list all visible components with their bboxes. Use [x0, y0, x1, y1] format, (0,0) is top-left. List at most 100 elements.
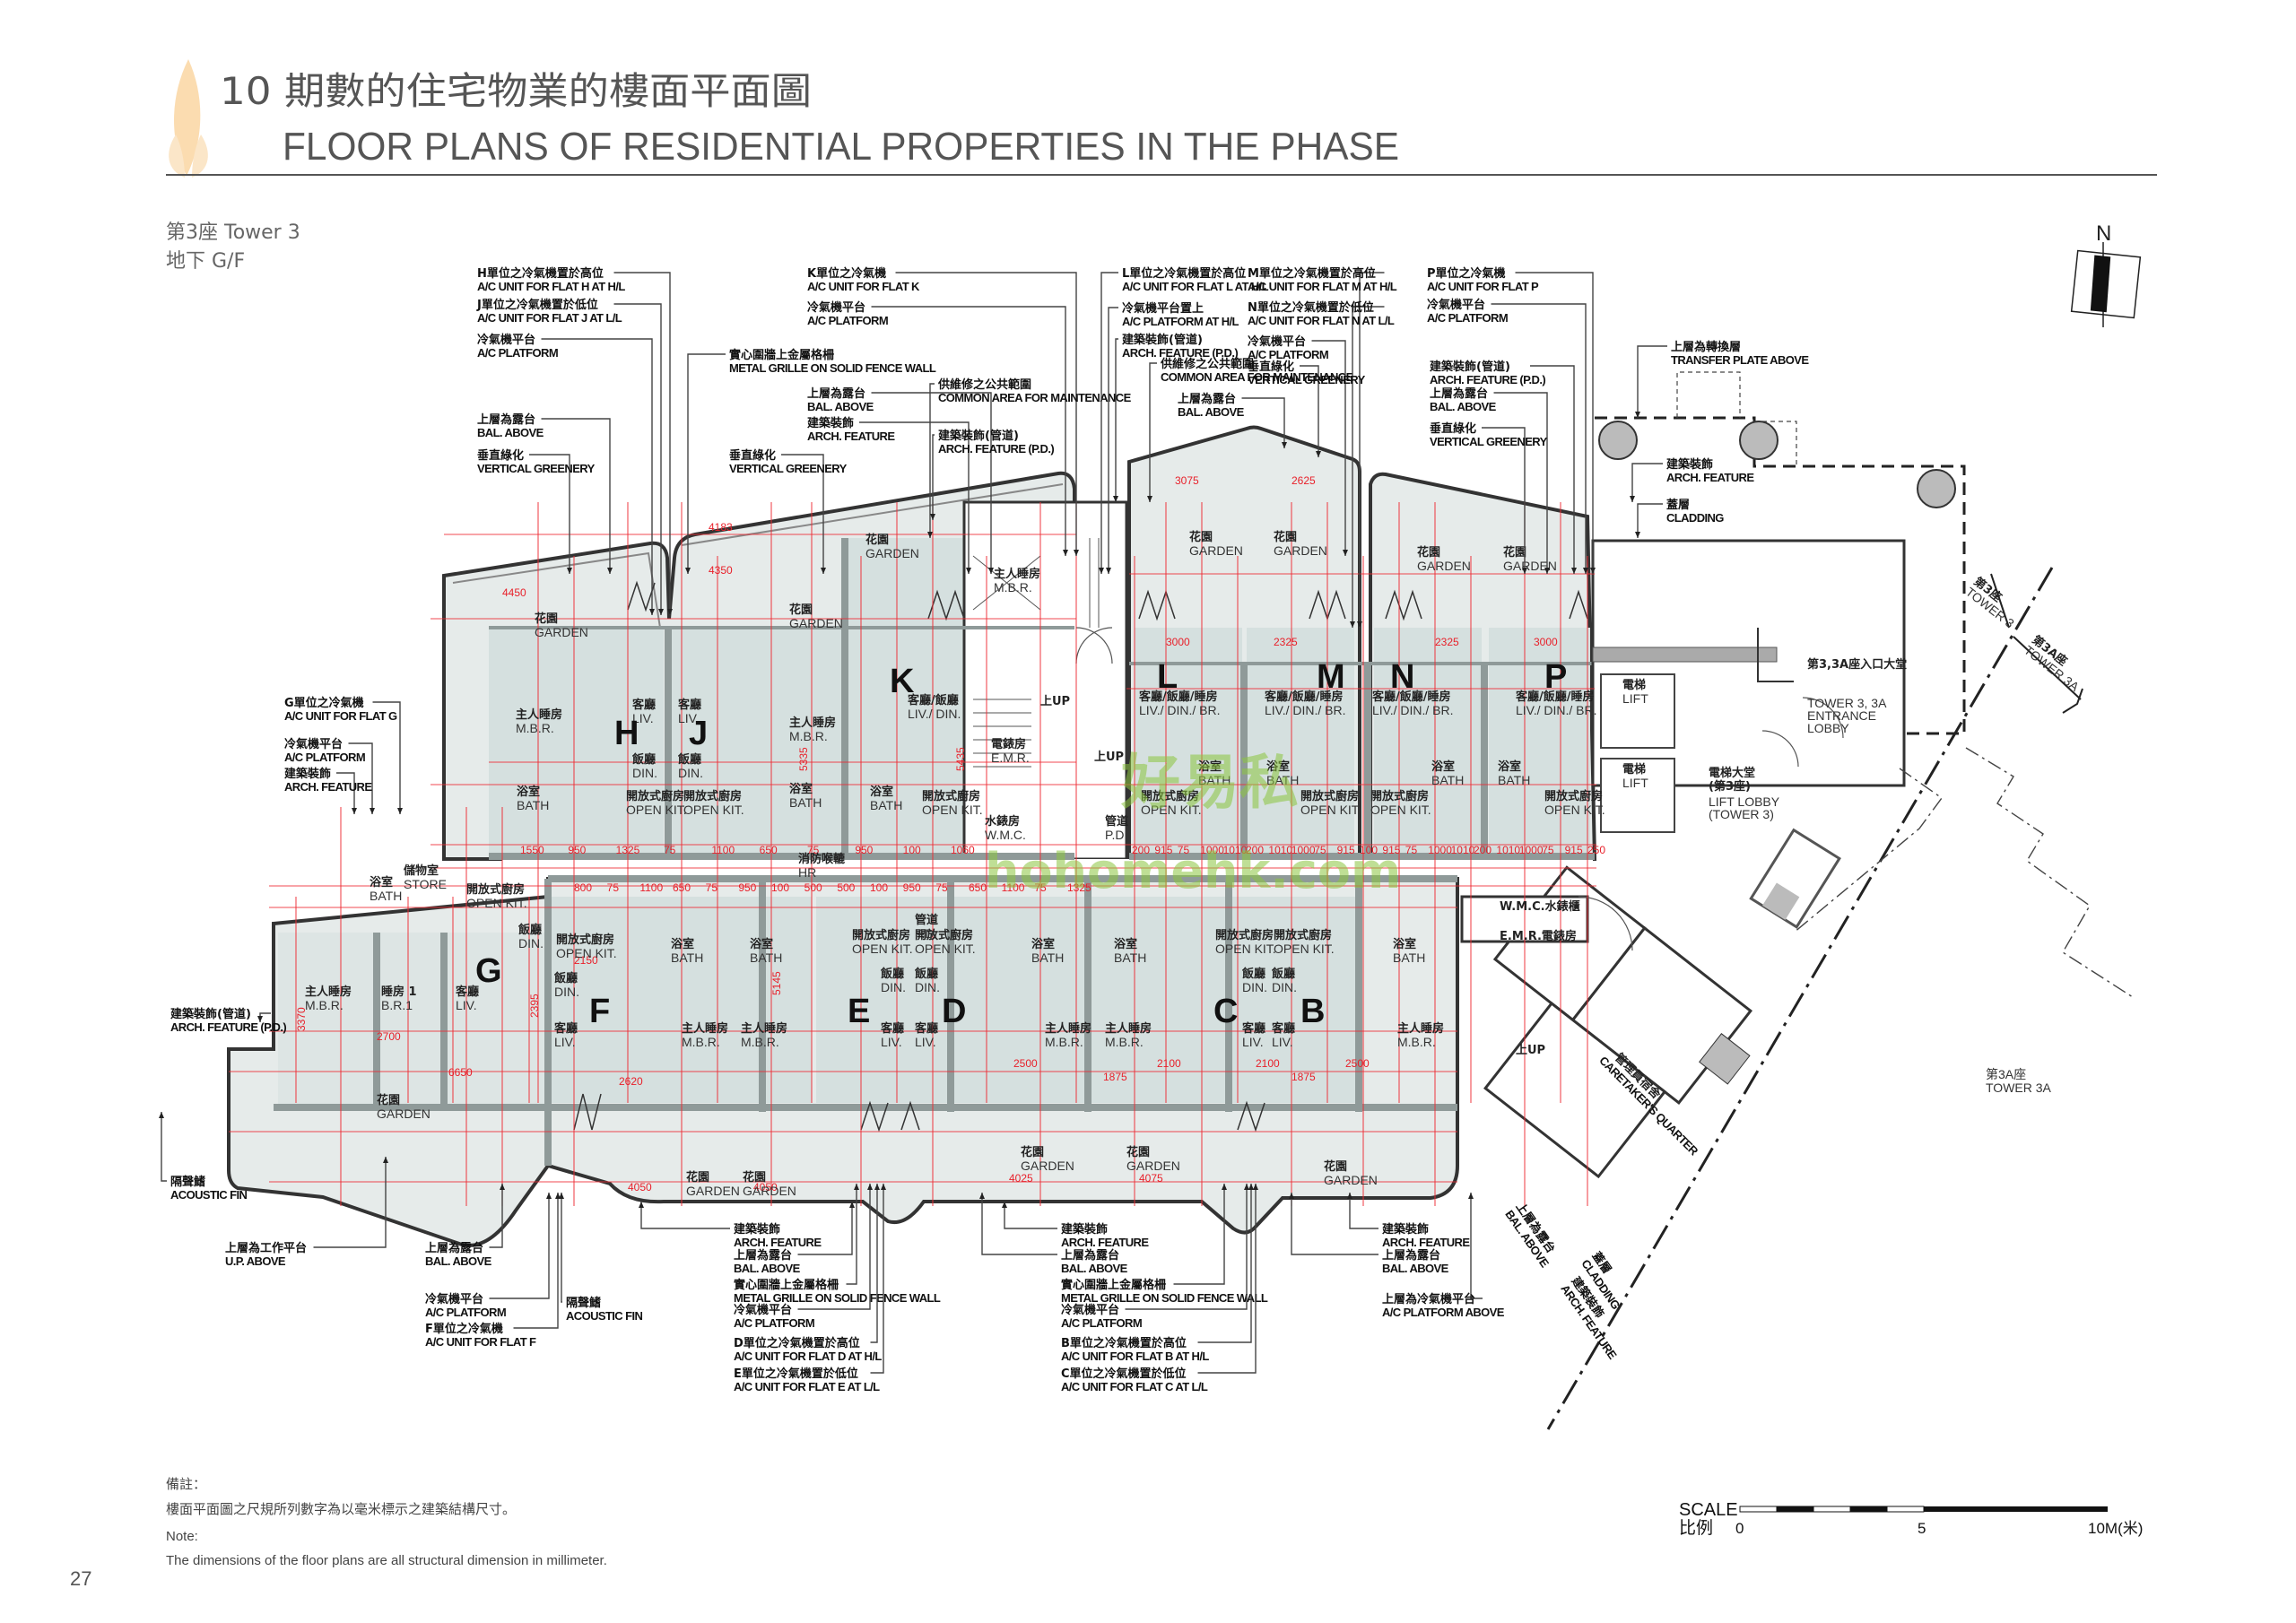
room-label-cn: 浴室 — [870, 785, 893, 799]
room-label-cn: 飯廳 — [1241, 967, 1265, 981]
dimension-label: 2150 — [574, 954, 598, 967]
title-en: FLOOR PLANS OF RESIDENTIAL PROPERTIES IN… — [283, 125, 1399, 169]
leader-line — [1470, 1193, 1483, 1299]
room-label-cn: 花園 — [686, 1170, 709, 1185]
callout-label-en: A/C UNIT FOR FLAT B AT H/L — [1061, 1350, 1209, 1363]
room-label-cn: 飯廳 — [914, 967, 938, 981]
callout-label-cn: 冷氣機平台 — [807, 300, 865, 315]
callout-label-cn: 冷氣機平台 — [734, 1303, 792, 1317]
callout-label-en: COMMON AREA FOR MAINTENANCE — [1161, 370, 1354, 384]
room-label-en: OPEN KIT. — [1215, 942, 1276, 956]
dimension-label: 1000 — [1292, 844, 1316, 856]
leader-line — [1530, 365, 1575, 574]
room-label-en: OPEN KIT. — [683, 803, 744, 817]
callout-label-en: ARCH. FEATURE (P.D.) — [1430, 373, 1545, 386]
leader-line — [895, 272, 1077, 556]
arrow-head-icon — [555, 1193, 561, 1199]
dimension-label: 1100 — [711, 844, 735, 856]
lift-lobby-cn-1: 電梯大堂 — [1709, 766, 1755, 780]
dimension-label: 915 — [1565, 844, 1583, 856]
callout-label-en: CLADDING — [1666, 511, 1724, 525]
room-label-cn: 開放式廚房 — [1215, 928, 1274, 942]
callout-label-cn: C單位之冷氣機置於低位 — [1061, 1367, 1187, 1381]
unit-letter-m: M — [1317, 658, 1345, 696]
arrow-head-icon — [927, 532, 933, 538]
dimension-label: 75 — [1314, 844, 1326, 856]
leaf-logo-icon — [169, 59, 208, 178]
room-label-en: GARDEN — [743, 1184, 796, 1198]
dimension-label: 1550 — [520, 844, 544, 856]
room-label-en: OPEN KIT. — [1141, 803, 1202, 817]
scale-tick-10: 10M(米) — [2088, 1520, 2143, 1537]
leader-line — [1311, 340, 1346, 556]
lobby-label-en-2: ENTRANCE — [1807, 708, 1876, 723]
leader-line — [336, 772, 355, 814]
unit-letter-j: J — [689, 715, 708, 752]
arrow-head-icon — [1357, 621, 1362, 628]
leader-line — [372, 701, 401, 814]
room-label-cn: 主人睡房 — [1045, 1021, 1091, 1036]
room-label-en: LIV./ DIN./ BR. — [1265, 703, 1346, 717]
room-label-en: BATH — [671, 950, 703, 965]
tower-3a-boundary — [1546, 567, 2054, 1430]
room-label-cn: 花園 — [789, 603, 813, 617]
room-label-en: M.B.R. — [789, 729, 828, 743]
room-label-cn: 浴室 — [1393, 937, 1416, 951]
tower-3a-cn: 第3A座 — [1986, 1067, 2026, 1081]
leader-line — [1637, 345, 1667, 418]
room-label-cn: 電梯 — [1622, 678, 1646, 692]
callout-label-cn: 上層為露台 — [1178, 392, 1236, 406]
lobby-label-cn: 第3,3A座入口大堂 — [1807, 657, 1907, 672]
leader-line — [1197, 1184, 1257, 1374]
room-label-cn: 開放式廚房 — [1300, 789, 1359, 803]
leader-line — [1631, 463, 1663, 502]
arrow-head-icon — [1289, 1193, 1294, 1199]
room-label-en: OPEN KIT. — [922, 803, 983, 817]
room-label-cn: 主人睡房 — [741, 1021, 787, 1036]
leader-line — [541, 418, 611, 574]
arrow-head-icon — [1248, 1184, 1254, 1190]
room-label-en: BATH — [1431, 773, 1464, 787]
arrow-head-icon — [1063, 550, 1068, 556]
leader-line — [1100, 272, 1118, 574]
arrow-head-icon — [559, 1193, 564, 1199]
callout-label-cn: 建築裝飾(管道) — [938, 429, 1019, 443]
dimension-label: 915 — [1382, 844, 1400, 856]
callout: 建築裝飾(管道)ARCH. FEATURE (P.D.) — [930, 429, 1055, 520]
dimension-label: 650 — [760, 844, 778, 856]
arrow-head-icon — [1113, 496, 1118, 502]
callout-label-en: ARCH. FEATURE — [1061, 1236, 1149, 1249]
room-label-en: OPEN KIT. — [626, 803, 687, 817]
leader-line — [1359, 272, 1385, 628]
callout-label-en: A/C UNIT FOR FLAT D AT H/L — [734, 1350, 882, 1363]
callout-label-en: A/C PLATFORM — [425, 1306, 506, 1319]
dimension-label: 2325 — [1435, 636, 1459, 648]
room-label-en: M.B.R. — [1105, 1035, 1144, 1049]
dimension-label: 915 — [1337, 844, 1355, 856]
scale-segment — [1739, 1506, 1778, 1513]
dimension-label: 100 — [870, 881, 888, 894]
stair-core — [962, 500, 1128, 861]
callout-label-cn: 上層為露台 — [425, 1241, 483, 1255]
callout-label-en: ARCH. FEATURE (P.D.) — [938, 442, 1054, 456]
dimension-label: 2100 — [1256, 1057, 1280, 1070]
callout-label-cn: K單位之冷氣機 — [807, 266, 886, 281]
arrow-head-icon — [1002, 1202, 1007, 1208]
callout-label-en: ARCH. FEATURE — [1382, 1236, 1470, 1249]
staircase-icon — [972, 538, 1100, 768]
dimension-label: 200 — [1474, 844, 1492, 856]
dimension-label: 2100 — [1157, 1057, 1181, 1070]
callout-label-en: BAL. ABOVE — [1382, 1262, 1449, 1275]
room-label-cn: 開放式廚房 — [1274, 928, 1332, 942]
callout-label-en: BAL. ABOVE — [734, 1262, 801, 1275]
